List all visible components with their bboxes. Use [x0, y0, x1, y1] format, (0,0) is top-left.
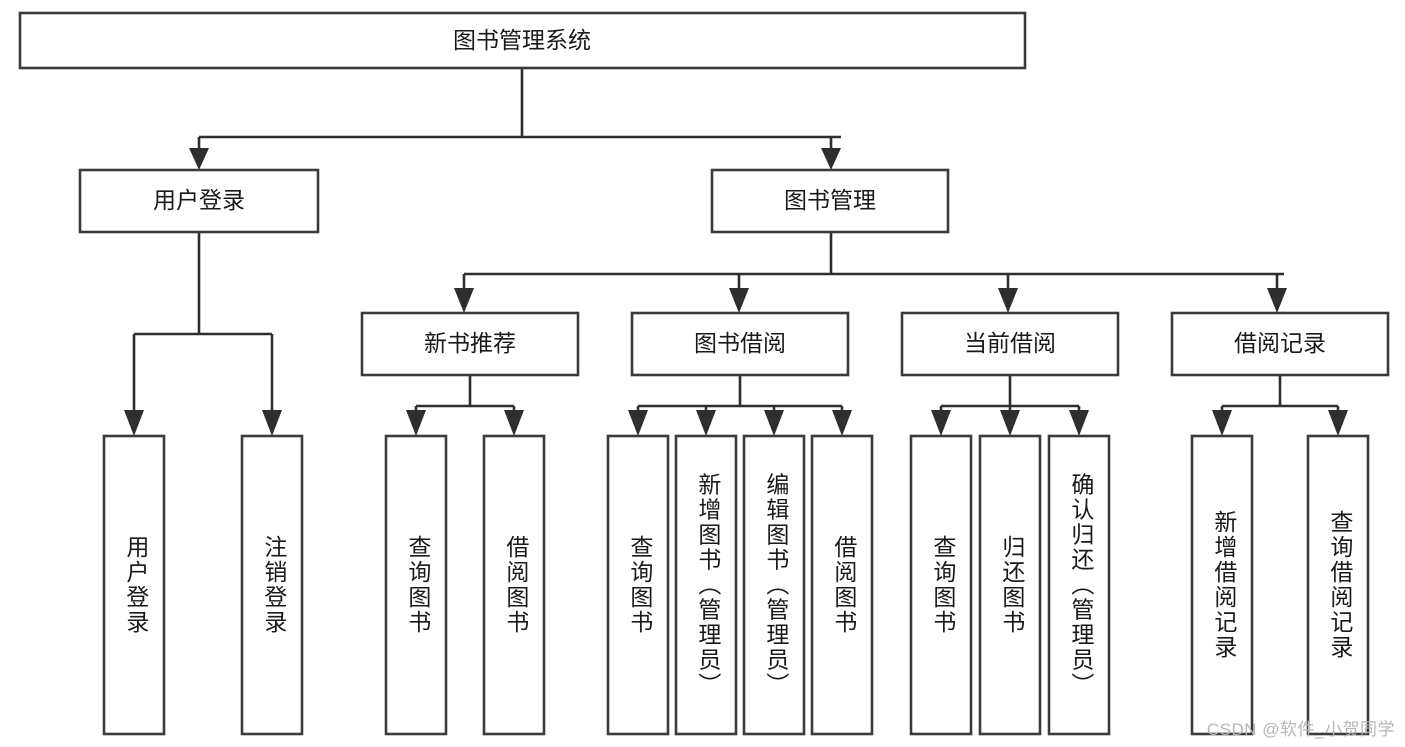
node-current-borrow-box[interactable]: [900, 311, 1120, 377]
arrowhead-leaf-borrow-book-2: [832, 410, 852, 436]
node-current-borrow[interactable]: 当前借阅: [900, 311, 1120, 377]
node-leaf-borrow-book-2-label: 借阅图书: [831, 535, 858, 635]
node-book-borrow[interactable]: 图书借阅: [630, 311, 850, 377]
node-leaf-add-book[interactable]: 新增图书（管理员）: [674, 434, 738, 736]
node-book-management-box[interactable]: [710, 168, 950, 234]
node-leaf-return-book-box[interactable]: [978, 434, 1042, 736]
node-book-management[interactable]: 图书管理: [710, 168, 950, 234]
node-leaf-user-login-box[interactable]: [102, 434, 166, 736]
node-leaf-borrow-book-1-label: 借阅图书: [503, 535, 530, 635]
arrowhead-book-management: [821, 148, 841, 170]
node-book-borrow-box[interactable]: [630, 311, 850, 377]
node-leaf-query-book-2[interactable]: 查询图书: [606, 434, 670, 736]
arrowhead-user-login: [189, 148, 209, 170]
node-user-login-label: 用户登录: [153, 187, 245, 213]
node-leaf-add-book-box[interactable]: [674, 434, 738, 736]
arrowhead-borrow-record: [1267, 288, 1287, 313]
node-leaf-query-record-label: 查询借阅记录: [1327, 510, 1354, 660]
arrowhead-leaf-add-record: [1212, 410, 1232, 436]
node-leaf-query-book-2-box[interactable]: [606, 434, 670, 736]
node-leaf-query-book-3[interactable]: 查询图书: [909, 434, 973, 736]
arrowhead-leaf-return-book: [1000, 410, 1020, 436]
node-leaf-confirm-return[interactable]: 确认归还（管理员）: [1047, 434, 1111, 736]
node-leaf-edit-book[interactable]: 编辑图书（管理员）: [742, 434, 806, 736]
node-leaf-return-book[interactable]: 归还图书: [978, 434, 1042, 736]
node-leaf-query-record[interactable]: 查询借阅记录: [1306, 434, 1370, 736]
node-book-borrow-label: 图书借阅: [694, 330, 786, 356]
node-leaf-confirm-return-box[interactable]: [1047, 434, 1111, 736]
node-leaf-borrow-book-1[interactable]: 借阅图书: [482, 434, 546, 736]
node-leaf-logout-label: 注销登录: [261, 535, 288, 635]
node-leaf-confirm-return-label: 确认归还（管理员）: [1068, 473, 1095, 698]
node-leaf-edit-book-label: 编辑图书（管理员）: [763, 473, 790, 698]
node-book-management-label: 图书管理: [784, 187, 876, 213]
node-borrow-record-label: 借阅记录: [1234, 330, 1326, 356]
arrowhead-leaf-user-login: [124, 410, 144, 436]
node-user-login[interactable]: 用户登录: [78, 168, 320, 234]
node-leaf-query-book-1[interactable]: 查询图书: [384, 434, 448, 736]
nodes-layer: 图书管理系统 用户登录 图书管理 新书推荐 图书借阅 当前: [18, 11, 1390, 736]
node-borrow-record-box[interactable]: [1170, 311, 1390, 377]
arrowhead-leaf-query-book-3: [931, 410, 951, 436]
arrowhead-leaf-borrow-book-1: [504, 410, 524, 436]
node-leaf-borrow-book-1-box[interactable]: [482, 434, 546, 736]
arrowhead-leaf-confirm-return: [1069, 410, 1089, 436]
node-root-label: 图书管理系统: [453, 27, 591, 53]
node-leaf-add-record-box[interactable]: [1190, 434, 1254, 736]
node-leaf-query-book-3-box[interactable]: [909, 434, 973, 736]
arrowhead-leaf-edit-book: [764, 410, 784, 436]
node-leaf-logout[interactable]: 注销登录: [240, 434, 304, 736]
arrowhead-leaf-query-record: [1328, 410, 1348, 436]
node-leaf-query-record-box[interactable]: [1306, 434, 1370, 736]
node-leaf-add-record[interactable]: 新增借阅记录: [1190, 434, 1254, 736]
node-new-book-recommend[interactable]: 新书推荐: [360, 311, 580, 377]
arrowhead-leaf-query-book-2: [628, 410, 648, 436]
arrowhead-current-borrow: [998, 288, 1018, 313]
node-leaf-query-book-1-label: 查询图书: [405, 535, 432, 635]
node-leaf-return-book-label: 归还图书: [999, 535, 1026, 635]
node-leaf-query-book-1-box[interactable]: [384, 434, 448, 736]
node-current-borrow-label: 当前借阅: [964, 330, 1056, 356]
node-user-login-box[interactable]: [78, 168, 320, 234]
node-root-box[interactable]: [18, 11, 1027, 70]
node-borrow-record[interactable]: 借阅记录: [1170, 311, 1390, 377]
node-leaf-user-login[interactable]: 用户登录: [102, 434, 166, 736]
arrowhead-book-borrow: [729, 288, 749, 313]
node-leaf-add-record-label: 新增借阅记录: [1211, 510, 1238, 660]
node-leaf-query-book-2-label: 查询图书: [627, 535, 654, 635]
arrowhead-new-book-recommend: [454, 288, 474, 313]
node-leaf-borrow-book-2-box[interactable]: [810, 434, 874, 736]
arrowhead-leaf-query-book-1: [406, 410, 426, 436]
edges-layer: [124, 68, 1348, 436]
node-leaf-borrow-book-2[interactable]: 借阅图书: [810, 434, 874, 736]
arrowhead-leaf-add-book: [696, 410, 716, 436]
node-leaf-add-book-label: 新增图书（管理员）: [695, 473, 722, 698]
node-new-book-recommend-label: 新书推荐: [424, 330, 516, 356]
node-leaf-edit-book-box[interactable]: [742, 434, 806, 736]
node-new-book-recommend-box[interactable]: [360, 311, 580, 377]
node-root[interactable]: 图书管理系统: [18, 11, 1027, 70]
node-leaf-logout-box[interactable]: [240, 434, 304, 736]
node-leaf-query-book-3-label: 查询图书: [930, 535, 957, 635]
arrowhead-leaf-logout: [262, 410, 282, 436]
node-leaf-user-login-label: 用户登录: [123, 535, 150, 635]
